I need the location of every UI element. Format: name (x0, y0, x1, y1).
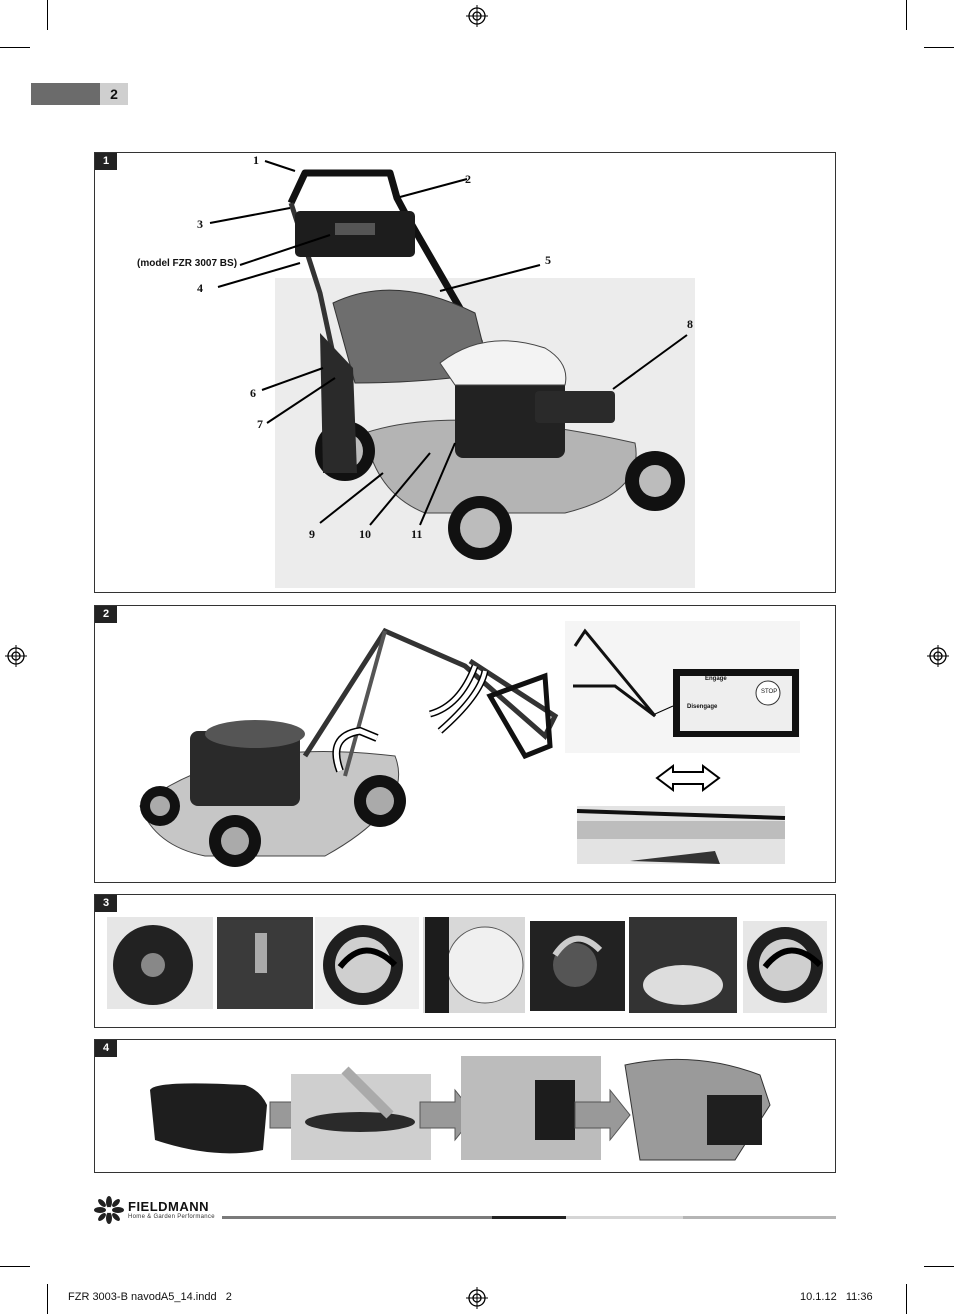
model-label: (model FZR 3007 BS) (137, 258, 238, 269)
figure-panel-4: 4 (94, 1039, 836, 1173)
callout-label: 2 (465, 172, 471, 186)
crop-mark (924, 1266, 954, 1267)
date-slug: 10.1.12 11:36 (800, 1291, 873, 1303)
callout-label: 6 (250, 386, 256, 400)
brand-tagline: Home & Garden Performance (128, 1214, 215, 1220)
registration-mark-icon (927, 645, 949, 667)
lever-label-disengage: Disengage (687, 704, 718, 710)
footer-rule (566, 1216, 683, 1219)
crop-mark (47, 1284, 48, 1314)
crop-mark (0, 1266, 30, 1267)
callout-label: 1 (253, 153, 259, 167)
panel-number: 4 (95, 1040, 117, 1057)
brand-name: FIELDMANN (128, 1199, 210, 1214)
callout-label: 4 (197, 281, 203, 295)
callout-label: 9 (309, 527, 315, 541)
callout-label: 7 (257, 417, 263, 431)
lever-label-engage: Engage (705, 676, 727, 682)
callout-label: 3 (197, 217, 203, 231)
stop-label: STOP (761, 689, 778, 695)
footer-rule (683, 1216, 836, 1219)
footer-rule (222, 1216, 492, 1219)
crop-mark (924, 47, 954, 48)
panel-number: 2 (95, 606, 117, 623)
crop-mark (47, 0, 48, 30)
fieldmann-logo-icon (94, 1196, 124, 1224)
handle-unfolding-illustration (139, 621, 800, 867)
grass-bag-assembly-illustration (150, 1056, 771, 1161)
wheel-adjustment-illustration (107, 917, 827, 1013)
callout-label: 11 (411, 527, 423, 541)
registration-mark-icon (5, 645, 27, 667)
panel-number: 3 (95, 895, 117, 912)
callout-label: 10 (359, 527, 371, 541)
footer-rule (492, 1216, 566, 1219)
registration-mark-icon (466, 5, 488, 27)
crop-mark (906, 0, 907, 30)
crop-mark (0, 47, 30, 48)
callout-label: 8 (687, 317, 693, 331)
crop-mark (906, 1284, 907, 1314)
file-slug: FZR 3003-B navodA5_14.indd 2 (68, 1291, 232, 1303)
lawnmower-parts-illustration (209, 160, 695, 588)
figure-panel-3: 3 (94, 894, 836, 1028)
callout-label: 5 (545, 253, 551, 267)
page-number: 2 (100, 83, 128, 105)
figure-panel-1: 1 1 2 3 (mo (94, 152, 836, 593)
registration-mark-icon (466, 1287, 488, 1309)
panel-number: 1 (95, 153, 117, 170)
page-tab (31, 83, 100, 105)
figure-panel-2: 2 Engage Disengage STOP (94, 605, 836, 883)
